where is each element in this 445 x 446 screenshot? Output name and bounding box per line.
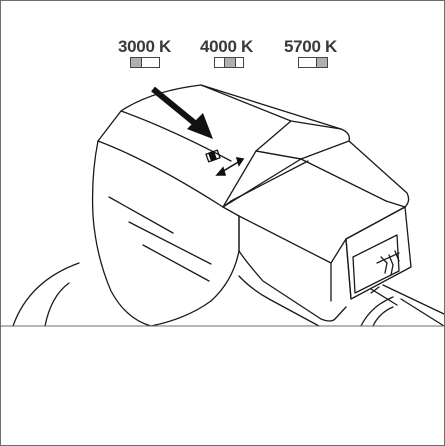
housing-top: [97, 84, 292, 208]
housing-left-side: [91, 140, 152, 327]
switch-position-right-icon: [298, 57, 328, 68]
switch-top-edge: [255, 150, 387, 202]
switch-position-left-icon: [130, 57, 160, 68]
double-arrow-icon: [215, 157, 245, 176]
switch-position-center-icon: [214, 57, 244, 68]
housing-ridge: [97, 140, 224, 208]
setting-label-4000k: 4000 K: [200, 37, 254, 56]
arrow-icon: [151, 86, 213, 139]
switch-front: [238, 206, 406, 264]
switch-symbol-icon: [205, 149, 221, 163]
setting-label-3000k: 3000 K: [118, 37, 172, 56]
connector-face: [345, 206, 412, 300]
cable-upper: [382, 284, 444, 315]
setting-label-5700k: 5700 K: [284, 37, 338, 56]
cable-lower: [400, 298, 444, 327]
base-left-curve: [12, 262, 80, 327]
